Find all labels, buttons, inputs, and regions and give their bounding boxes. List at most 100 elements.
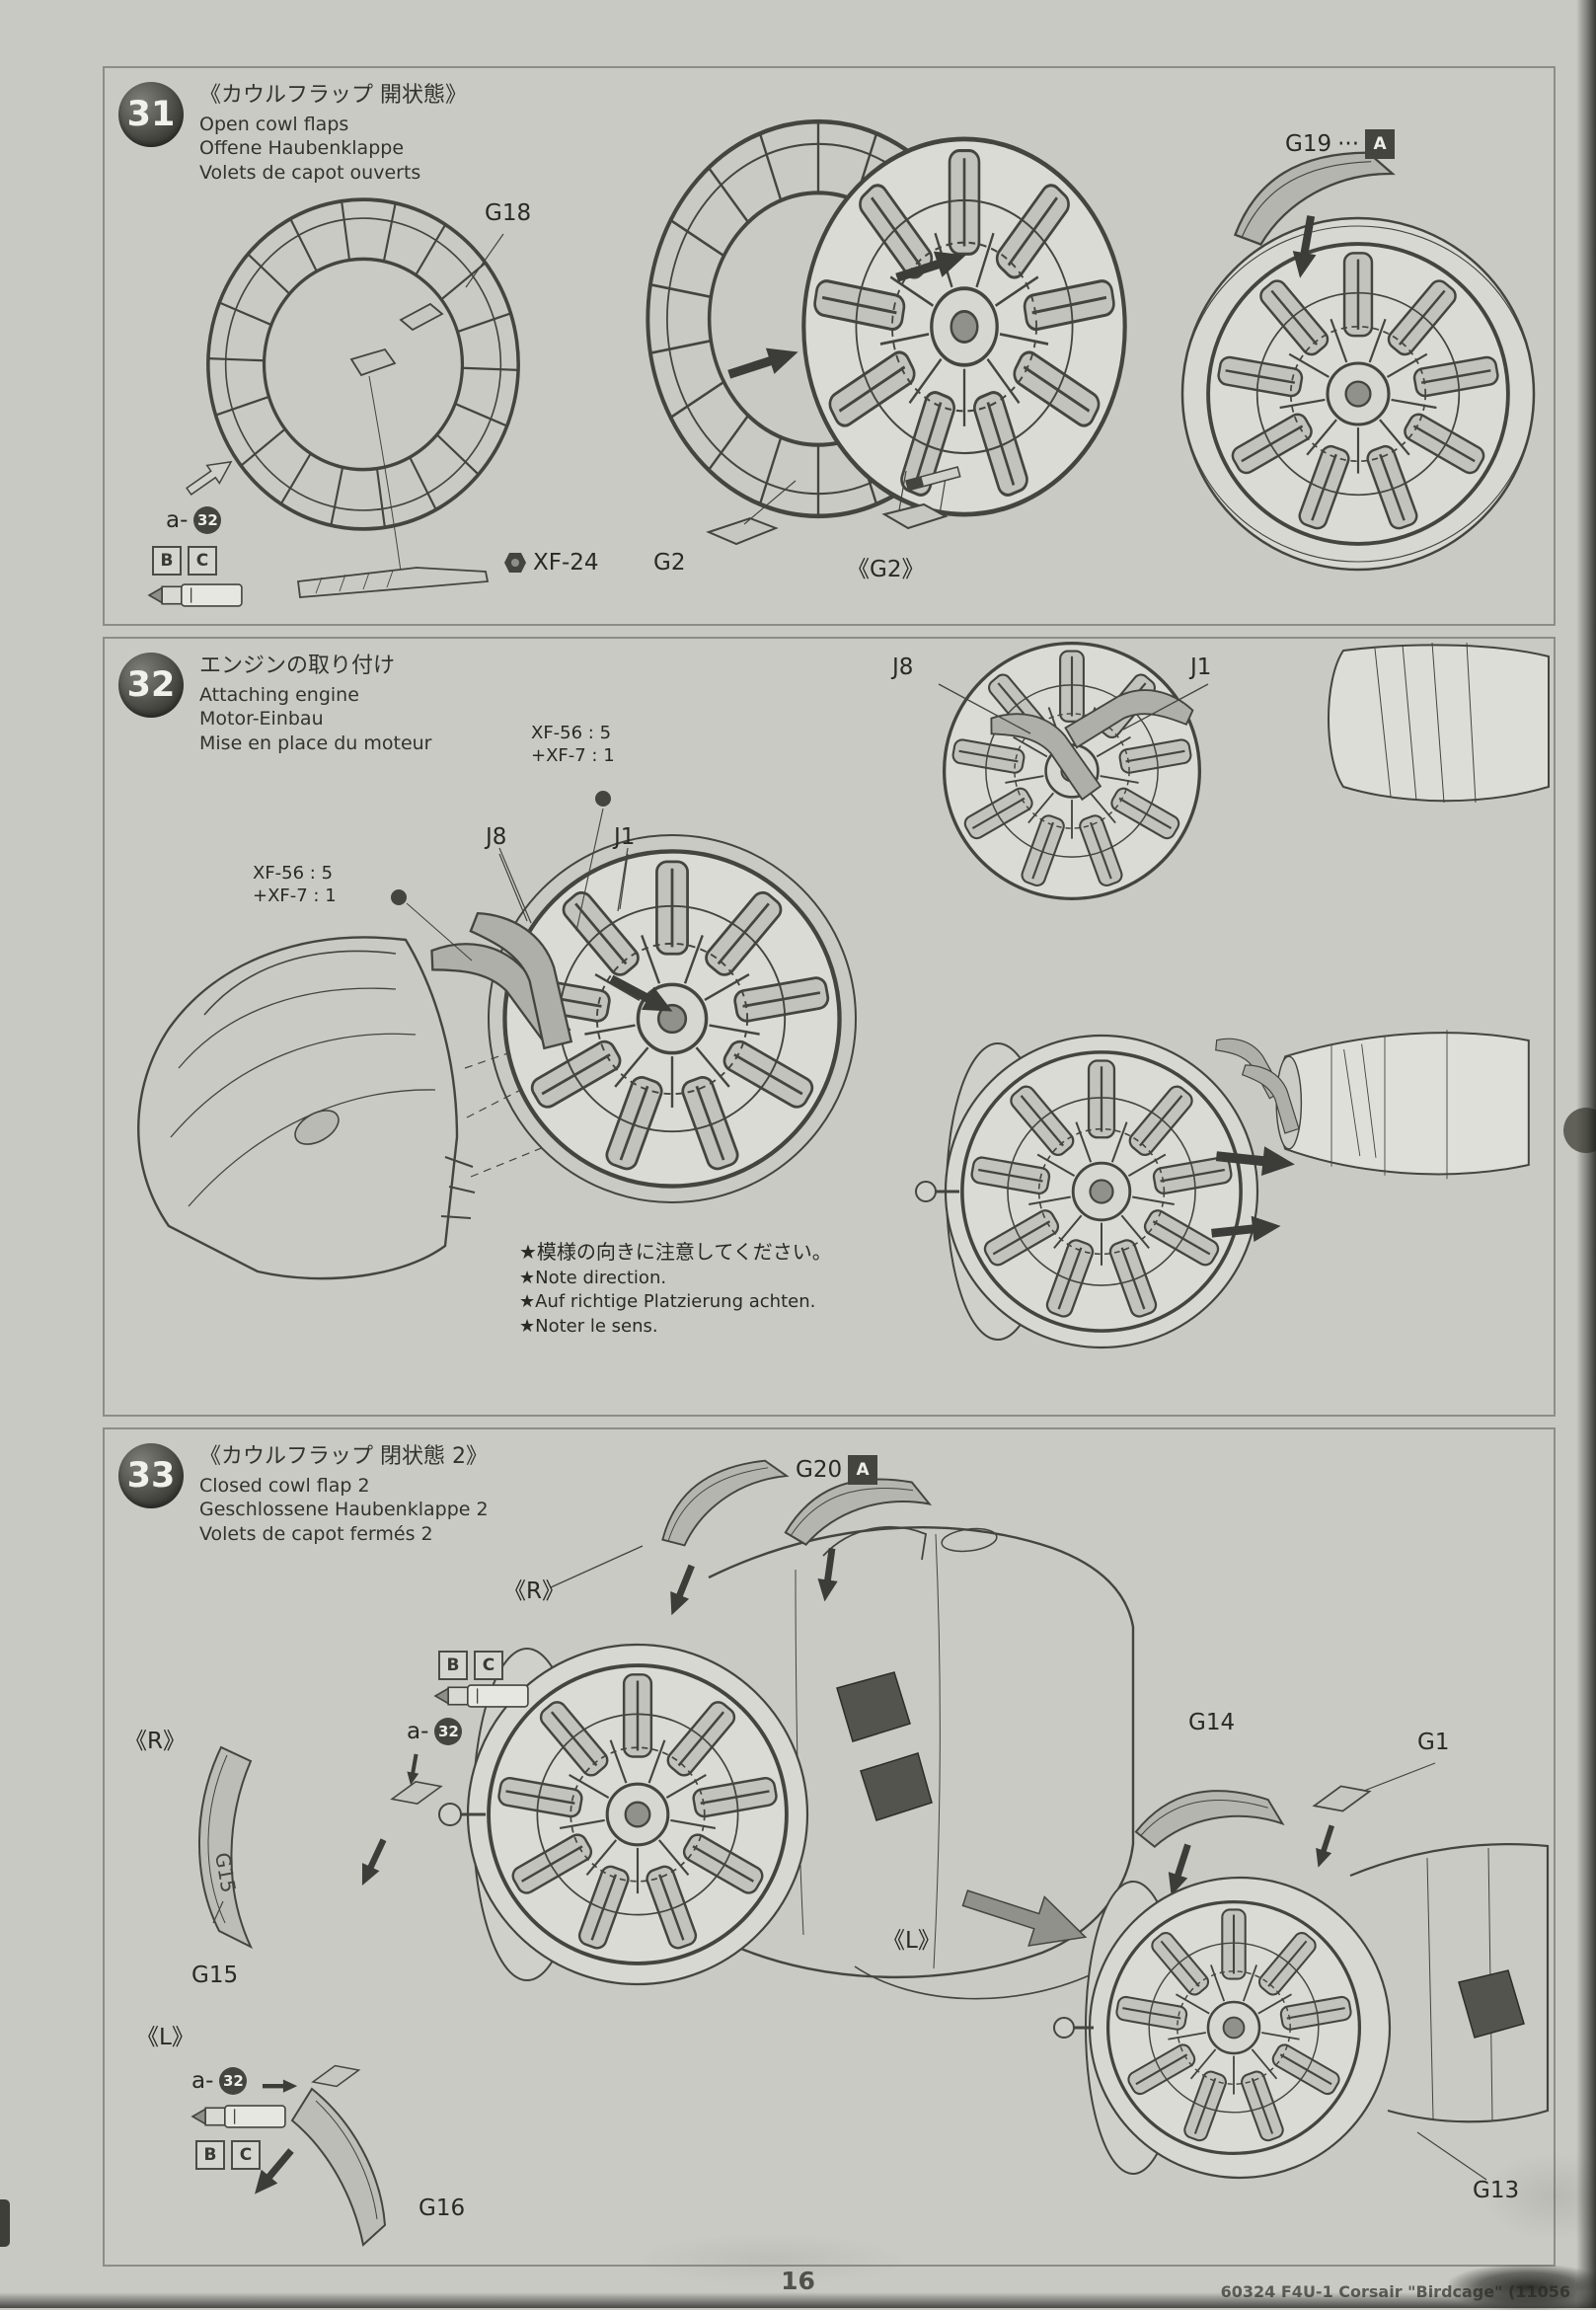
tail-section-top-illustration xyxy=(1328,642,1550,804)
decal-callout-a32: a- 32 xyxy=(191,2067,248,2095)
assembly-arrow-icon xyxy=(405,1752,422,1787)
runner-box-b: B xyxy=(152,546,182,576)
attach-direction-arrow-icon xyxy=(186,460,233,496)
paint-mix-line: XF-56 : 5 xyxy=(531,723,612,743)
step-title-de: Motor-Einbau xyxy=(199,708,324,731)
engine-front-illustration xyxy=(803,139,1124,514)
paint-label-xf24: XF-24 xyxy=(503,550,599,576)
paint-mix-line: +XF-7 : 1 xyxy=(531,745,615,767)
a32-part-illustration xyxy=(312,2064,360,2088)
part-label-j8: J8 xyxy=(486,824,507,850)
label-dots: ··· xyxy=(1337,131,1360,157)
engine-to-fuselage-illustration xyxy=(915,1034,1259,1349)
step-title-block: エンジンの取り付け Attaching engine Motor-Einbau … xyxy=(199,653,432,755)
scan-edge-right xyxy=(1576,0,1596,2308)
part-label-g19: G19 ··· A xyxy=(1285,129,1396,159)
step-title-ja: 《カウルフラップ 開状態》 xyxy=(199,83,467,108)
part-label-g14: G14 xyxy=(1188,1710,1236,1735)
engine-mount-detail-illustration xyxy=(938,644,1209,899)
step-title-en: Closed cowl flap 2 xyxy=(199,1475,370,1498)
g2-part-illustration xyxy=(706,480,797,546)
assembly-arrow-icon xyxy=(661,1562,702,1620)
circled-number-32: 32 xyxy=(193,506,222,534)
page-number: 16 xyxy=(781,2267,815,2295)
decal-callout-a32: a- 32 xyxy=(407,1718,463,1745)
side-label-l-left: 《L》 xyxy=(136,2025,194,2050)
assembly-arrow-icon xyxy=(724,339,802,388)
step-title-fr: Volets de capot ouverts xyxy=(199,161,421,184)
cowl-flap-ring-illustration xyxy=(189,179,539,573)
rear-fuselage-illustration xyxy=(1275,1029,1530,1181)
step-32-panel: 32 エンジンの取り付け Attaching engine Motor-Einb… xyxy=(103,637,1556,1417)
assembly-arrow-icon xyxy=(353,1835,393,1890)
step-title-ja: 《カウルフラップ 閉状態 2》 xyxy=(199,1444,488,1469)
step-33-panel: G15 xyxy=(103,1427,1556,2267)
step-title-fr: Mise en place du moteur xyxy=(199,732,432,754)
part-label-g20-text: G20 xyxy=(796,1457,843,1483)
g16-cowl-flap-illustration xyxy=(290,2087,387,2247)
fuselage-illustration xyxy=(708,1525,1135,2000)
direction-note: ★模様の向きに注意してください。 ★Note direction. ★Auf r… xyxy=(519,1239,832,1340)
a32-part-illustration xyxy=(391,1781,442,1805)
step-31-artwork xyxy=(186,68,1536,598)
part-label-g2-alt: 《G2》 xyxy=(847,557,925,582)
paint-mix-callout: XF-56 : 5 +XF-7 : 1 xyxy=(253,862,337,908)
decal-prefix: a- xyxy=(191,2068,214,2094)
enamel-paint-hex-icon xyxy=(504,553,526,573)
runner-box-c: C xyxy=(474,1651,503,1680)
paint-mix-dot-icon xyxy=(391,889,407,905)
g1-part-illustration xyxy=(1313,1785,1371,1812)
side-label-r-top: 《R》 xyxy=(503,1578,565,1604)
circled-number-32: 32 xyxy=(219,2067,248,2095)
side-label-r-left: 《R》 xyxy=(124,1729,186,1754)
runner-box-c: C xyxy=(231,2140,261,2170)
paint-marker-icon xyxy=(191,2105,286,2128)
runner-boxes-bc: B C xyxy=(195,2140,261,2170)
step-number: 32 xyxy=(126,665,176,705)
step-number-badge: 31 xyxy=(118,82,184,147)
side-label-l-mid: 《L》 xyxy=(882,1928,941,1954)
scan-mark-left xyxy=(0,2199,10,2247)
assembly-arrow-icon xyxy=(263,2079,298,2093)
step-31-panel: 31 《カウルフラップ 開状態》 Open cowl flaps Offene … xyxy=(103,66,1556,626)
paint-code-text: XF-24 xyxy=(533,550,599,576)
engine-front-illustration xyxy=(438,1643,809,1986)
step-33-artwork: G15 xyxy=(197,1455,1550,2247)
part-label-j1: J1 xyxy=(614,824,636,850)
note-line-de: ★Auf richtige Platzierung achten. xyxy=(519,1291,816,1313)
step-title-en: Open cowl flaps xyxy=(199,114,349,136)
step-title-fr: Volets de capot fermés 2 xyxy=(199,1522,433,1545)
g15-cowl-flap-illustration: G15 xyxy=(197,1745,254,1950)
note-line-fr: ★Noter le sens. xyxy=(519,1316,658,1338)
closed-flap-dark-panel xyxy=(860,1752,933,1821)
step-number: 33 xyxy=(126,1456,176,1496)
step-title-en: Attaching engine xyxy=(199,684,359,707)
runner-box-a: A xyxy=(848,1455,878,1485)
runner-boxes-bc: B C xyxy=(438,1651,503,1680)
part-label-j1-detail: J1 xyxy=(1190,654,1212,680)
step-title-de: Geschlossene Haubenklappe 2 xyxy=(199,1499,489,1521)
g14-cowl-flap-illustration xyxy=(1132,1769,1289,1877)
runner-boxes-bc: B C xyxy=(152,546,217,576)
runner-box-b: B xyxy=(438,1651,468,1680)
part-label-g18: G18 xyxy=(485,200,532,226)
assembly-arrow-icon xyxy=(814,1547,843,1603)
scan-smudge-bottom-right xyxy=(1449,2265,1596,2310)
part-label-g19-text: G19 xyxy=(1285,131,1332,157)
part-label-g2: G2 xyxy=(653,550,686,576)
g20-cowl-flap-illustration xyxy=(650,1455,797,1550)
paint-marker-icon xyxy=(434,1684,529,1708)
part-label-g16: G16 xyxy=(418,2195,466,2221)
engine-rear-assembly-illustration xyxy=(1053,1843,1550,2181)
step-number: 31 xyxy=(126,95,176,134)
paint-mix-dot-icon xyxy=(595,791,611,807)
paint-mix-line: +XF-7 : 1 xyxy=(253,886,337,907)
part-label-g1: G1 xyxy=(1417,1730,1450,1755)
paint-marker-icon xyxy=(148,583,243,607)
step-number-badge: 33 xyxy=(118,1443,184,1508)
circled-number-32: 32 xyxy=(434,1718,463,1745)
step-32-artwork xyxy=(137,639,1550,1349)
runner-box-a: A xyxy=(1365,129,1396,159)
step-title-ja: エンジンの取り付け xyxy=(199,654,396,678)
decal-prefix: a- xyxy=(166,507,189,533)
